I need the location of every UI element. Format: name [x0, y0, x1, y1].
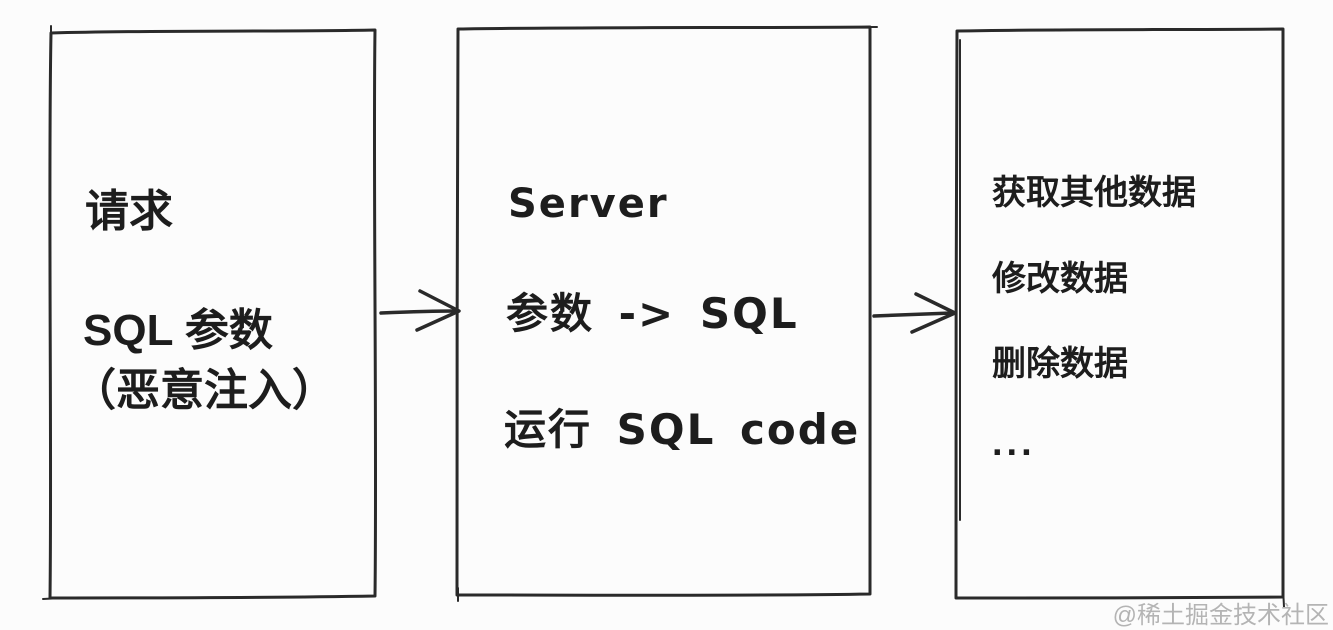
param-to-sql-label: 参数 -> SQL — [506, 289, 799, 338]
watermark: @稀土掘金技术社区 — [1112, 602, 1329, 629]
server-box-outline — [455, 25, 872, 597]
sql-param-label: SQL 参数 — [83, 306, 273, 355]
run-sql-code-label: 运行 SQL code — [504, 405, 861, 454]
server-label: Server — [508, 181, 669, 227]
ellipsis-label: ... — [992, 422, 1036, 464]
modify-data-label: 修改数据 — [992, 260, 1128, 298]
request-label: 请求 — [85, 187, 173, 236]
impact-box-outline — [954, 27, 1285, 600]
malicious-injection-label: （恶意注入） — [72, 366, 336, 415]
arrow-request-to-server — [379, 289, 461, 332]
arrow-server-to-impact — [872, 292, 957, 334]
request-box-outline — [48, 28, 378, 600]
server-box-sketch-tick — [457, 26, 878, 602]
fetch-other-data-label: 获取其他数据 — [992, 174, 1196, 212]
delete-data-label: 删除数据 — [992, 345, 1128, 383]
impact-box-sketch-tick — [959, 39, 1285, 608]
request-box-sketch-tick — [42, 25, 63, 600]
